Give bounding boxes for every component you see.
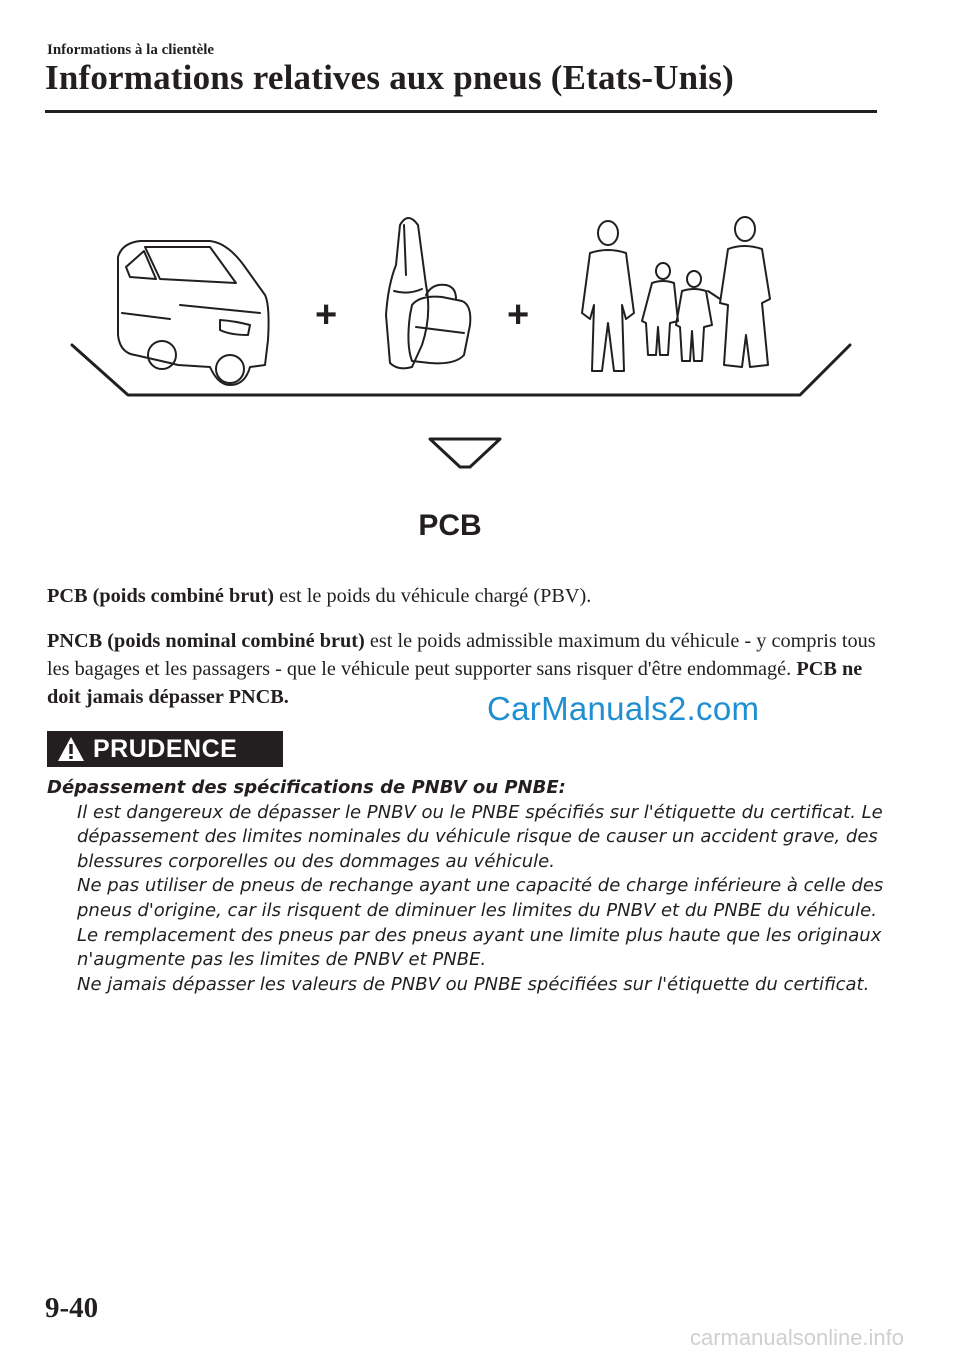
caution-heading: Dépassement des spécifications de PNBV o… — [47, 777, 566, 798]
page-number: 9-40 — [45, 1292, 99, 1324]
plus-sign-1: + — [315, 294, 337, 336]
pncb-term: PNCB (poids nominal combiné brut) — [47, 630, 365, 652]
luggage-icon — [385, 217, 472, 370]
caution-paragraph: Ne jamais dépasser les valeurs de PNBV o… — [77, 973, 870, 995]
family-icon — [581, 216, 771, 372]
watermark: CarManuals2.com — [487, 690, 760, 727]
title-divider — [45, 110, 877, 113]
caution-banner: PRUDENCE — [47, 731, 283, 767]
pcb-result-label: PCB — [418, 509, 481, 542]
pncb-definition: est le poids admissible maximum du véhic… — [47, 630, 876, 680]
section-label: Informations à la clientèle — [47, 42, 215, 58]
caution-paragraph: Il est dangereux de dépasser le PNBV ou … — [77, 801, 883, 872]
arrow-down-icon — [428, 437, 502, 469]
caution-text: Dépassement des spécifications de PNBV o… — [47, 776, 887, 997]
pcb-term: PCB (poids combiné brut) — [47, 585, 275, 607]
car-icon — [117, 240, 270, 386]
page-title: Informations relatives aux pneus (Etats-… — [45, 58, 734, 97]
pcb-definition: est le poids du véhicule chargé (PBV). — [274, 585, 592, 607]
bracket — [70, 343, 852, 397]
caution-label: PRUDENCE — [93, 734, 238, 763]
warning-icon — [58, 737, 84, 761]
caution-paragraph: Ne pas utiliser de pneus de rechange aya… — [77, 875, 884, 971]
pcb-illustration: + + PCB — [70, 216, 852, 542]
paragraph-pncb: PNCB (poids nominal combiné brut) est le… — [47, 627, 877, 711]
footer-site: carmanualsonline.info — [690, 1325, 905, 1350]
paragraph-pcb: PCB (poids combiné brut) est le poids du… — [47, 582, 877, 610]
plus-sign-2: + — [507, 294, 529, 336]
pncb-rule: PCB ne doit jamais dépasser PNCB. — [47, 658, 863, 708]
caution-body: Il est dangereux de dépasser le PNBV ou … — [47, 801, 887, 998]
